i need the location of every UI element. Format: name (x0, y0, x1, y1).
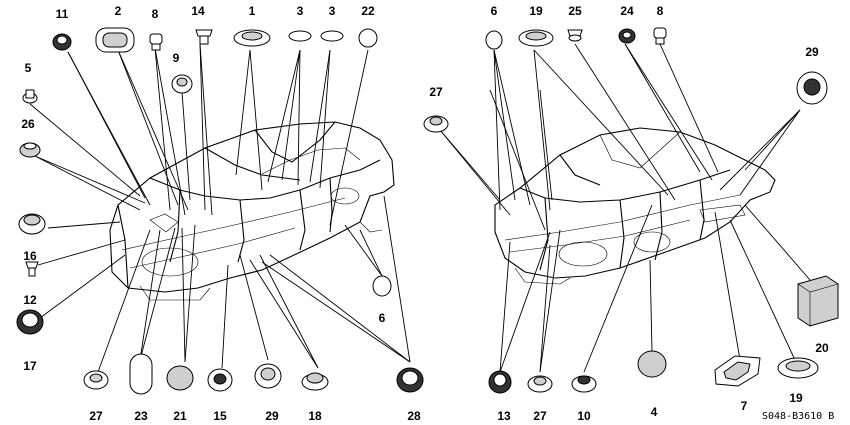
plug-27b (423, 115, 449, 133)
right-parts (423, 27, 839, 394)
right-leader-lines (439, 43, 811, 373)
callout-14: 14 (191, 4, 205, 18)
plug-29b (796, 71, 828, 105)
plug-21 (166, 365, 194, 391)
callout-6: 6 (491, 4, 498, 18)
plug-15 (207, 368, 233, 392)
callout-21: 21 (173, 409, 187, 423)
seal-6a (372, 275, 392, 297)
callout-10: 10 (577, 409, 591, 423)
plug-16 (18, 213, 46, 235)
callout-16: 16 (23, 249, 37, 263)
callout-27: 27 (533, 409, 547, 423)
plug-18 (301, 372, 329, 391)
plug-23 (129, 353, 153, 395)
callout-25: 25 (568, 4, 582, 18)
plug-28 (396, 367, 424, 393)
seal-3a (288, 30, 312, 42)
callout-19: 19 (789, 391, 803, 405)
callout-23: 23 (134, 409, 148, 423)
right-car-body (494, 127, 776, 285)
clip-14 (195, 29, 213, 45)
callout-17: 17 (23, 359, 37, 373)
callout-5: 5 (25, 61, 32, 75)
plug-13 (488, 370, 512, 394)
callout-22: 22 (361, 4, 375, 18)
grommet-2 (95, 27, 135, 53)
clip-12 (25, 261, 39, 277)
plug-27a (83, 370, 109, 390)
left-car-body (109, 121, 395, 301)
clip-8b (653, 27, 667, 45)
plug-10 (571, 375, 597, 393)
callout-29: 29 (805, 45, 819, 59)
callout-28: 28 (407, 409, 421, 423)
seal-3b (320, 30, 344, 42)
plug-26 (19, 142, 41, 158)
callout-29: 29 (265, 409, 279, 423)
plug-24 (618, 28, 636, 44)
callout-15: 15 (213, 409, 227, 423)
left-leader-lines (29, 43, 411, 373)
callout-27: 27 (89, 409, 103, 423)
callout-13: 13 (497, 409, 511, 423)
callout-8: 8 (657, 4, 664, 18)
callout-24: 24 (620, 4, 634, 18)
callout-27: 27 (429, 85, 443, 99)
grommet-19b (777, 357, 819, 379)
grommet-7 (714, 355, 761, 387)
grommet-19a (518, 29, 554, 47)
callout-12: 12 (23, 293, 37, 307)
clip-8a (149, 33, 163, 51)
grommet-1 (233, 29, 271, 47)
callout-6: 6 (379, 311, 386, 325)
callout-20: 20 (815, 341, 829, 355)
left-parts (16, 27, 424, 395)
plug-27c (527, 375, 553, 393)
plug-11 (52, 33, 72, 51)
diagram-code: S048-B3610 B (762, 411, 834, 422)
clip-25 (567, 29, 583, 42)
pad-20 (797, 275, 839, 327)
callout-8: 8 (152, 7, 159, 21)
callout-19: 19 (529, 4, 543, 18)
callout-3: 3 (329, 4, 336, 18)
callout-1: 1 (249, 4, 256, 18)
callout-2: 2 (115, 4, 122, 18)
plug-5 (22, 89, 38, 104)
plug-9 (171, 74, 193, 94)
callout-26: 26 (21, 117, 35, 131)
plug-4 (637, 350, 667, 378)
seal-6b (485, 30, 503, 50)
callout-18: 18 (308, 409, 322, 423)
callout-11: 11 (56, 7, 69, 21)
plug-17 (16, 309, 44, 335)
callout-numbers: 11 2 8 14 1 3 3 22 9 5 26 16 12 17 27 23… (21, 4, 834, 423)
seal-22 (358, 28, 378, 48)
callout-3: 3 (297, 4, 304, 18)
callout-7: 7 (741, 399, 748, 413)
plug-29a (254, 363, 282, 389)
callout-4: 4 (651, 405, 658, 419)
callout-9: 9 (173, 51, 180, 65)
